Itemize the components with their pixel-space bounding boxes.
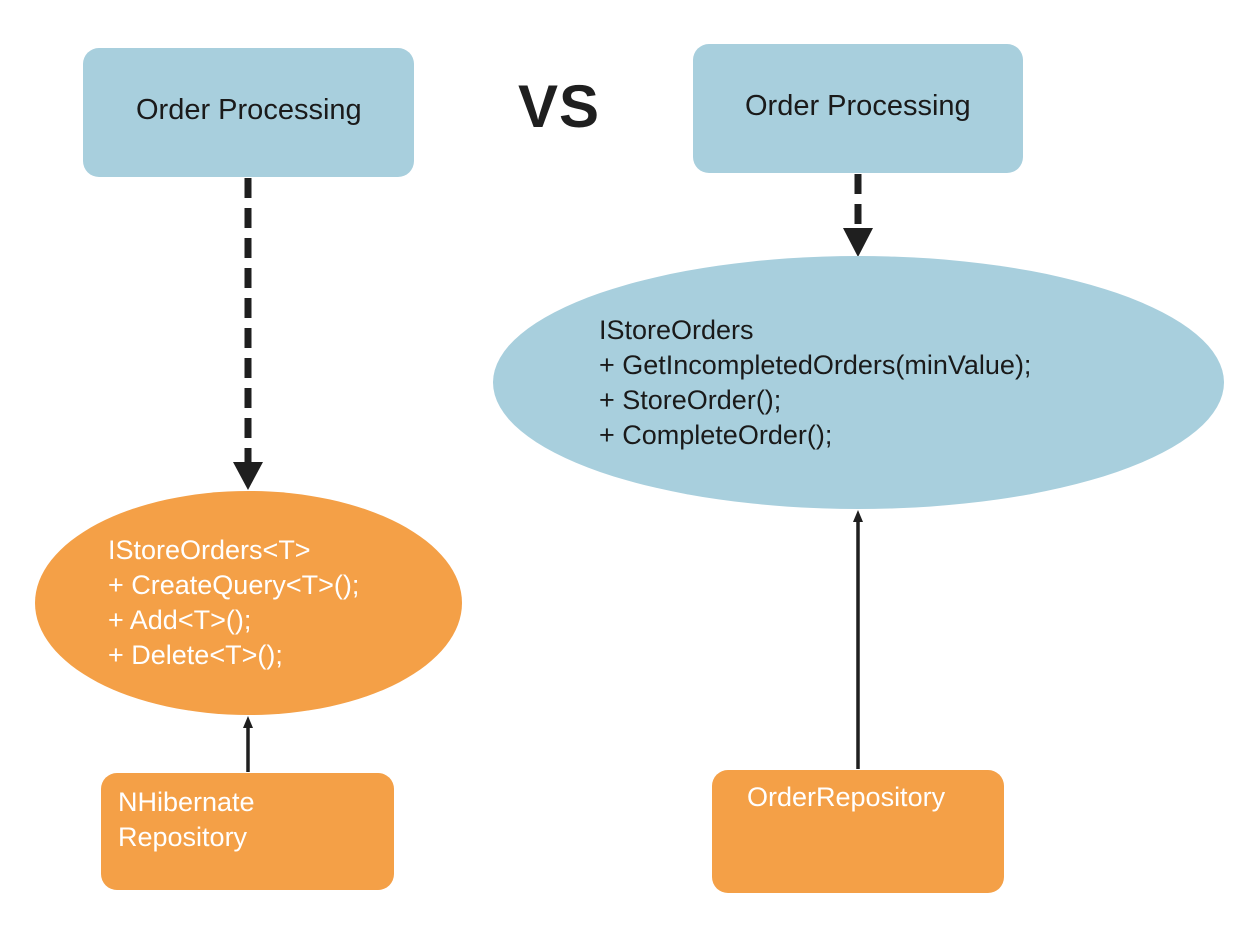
left-dependency-arrowhead xyxy=(233,462,263,490)
right-interface-name: IStoreOrders xyxy=(599,315,754,345)
right-interface-method: + GetIncompletedOrders(minValue); xyxy=(599,350,1032,380)
left-interface-method: + CreateQuery<T>(); xyxy=(108,570,360,600)
left-repository-label-line: Repository xyxy=(118,822,248,852)
right-order-repository-box: OrderRepository xyxy=(712,770,1004,893)
left-implementation-arrowhead xyxy=(243,716,253,728)
right-interface-method: + CompleteOrder(); xyxy=(599,420,833,450)
right-order-processing-box: Order Processing xyxy=(693,44,1023,173)
left-order-processing-box: Order Processing xyxy=(83,48,414,177)
right-interface-text: IStoreOrders + GetIncompletedOrders(minV… xyxy=(599,313,1031,453)
right-order-processing-label: Order Processing xyxy=(745,90,971,122)
right-implementation-arrowhead xyxy=(853,510,863,522)
left-nhibernate-repository-box: NHibernate Repository xyxy=(101,773,394,890)
left-interface-name: IStoreOrders<T> xyxy=(108,535,311,565)
left-interface-method: + Add<T>(); xyxy=(108,605,252,635)
right-repository-label: OrderRepository xyxy=(747,782,946,812)
left-interface-method: + Delete<T>(); xyxy=(108,640,283,670)
right-interface-method: + StoreOrder(); xyxy=(599,385,782,415)
vs-label: VS xyxy=(518,73,601,140)
left-interface-ellipse: IStoreOrders<T> + CreateQuery<T>(); + Ad… xyxy=(35,491,462,715)
left-repository-label-line: NHibernate xyxy=(118,787,255,817)
right-interface-ellipse: IStoreOrders + GetIncompletedOrders(minV… xyxy=(493,256,1224,509)
left-order-processing-label: Order Processing xyxy=(136,94,362,126)
left-repository-label: NHibernate Repository xyxy=(118,785,255,855)
right-dependency-arrowhead xyxy=(843,228,873,257)
left-interface-text: IStoreOrders<T> + CreateQuery<T>(); + Ad… xyxy=(108,533,359,673)
